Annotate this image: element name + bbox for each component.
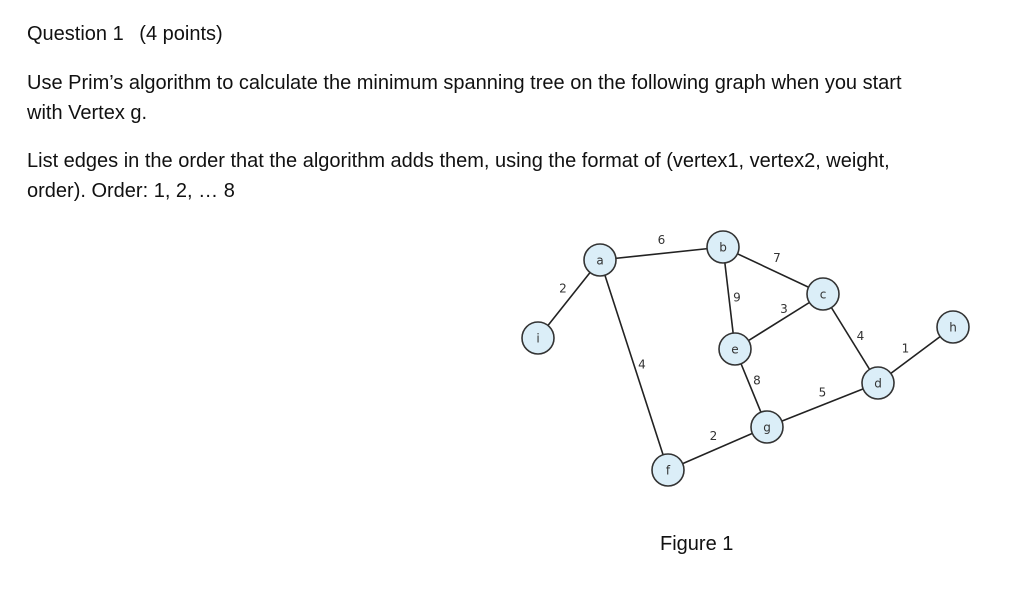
- edge-weight-i-a: 2: [559, 282, 567, 296]
- edge-c-d: [822, 293, 879, 384]
- edge-b-c: [722, 246, 824, 295]
- vertex-circle-f: [651, 453, 685, 487]
- vertex-e: e: [718, 332, 752, 366]
- vertex-label-f: f: [666, 464, 671, 478]
- question-header: Question 1 (4 points): [27, 21, 223, 47]
- graph-edges: 6 2 4 9 7 3 4 8 2 5 1: [537, 233, 954, 471]
- edge-weight-e-g: 8: [753, 374, 761, 388]
- question-title: Question 1: [27, 23, 124, 45]
- vertex-label-a: a: [596, 254, 603, 268]
- vertex-circle-d: [861, 366, 895, 400]
- vertex-b: b: [706, 230, 740, 264]
- vertex-label-i: i: [536, 332, 539, 346]
- vertex-a: a: [583, 243, 617, 277]
- vertex-c: c: [806, 277, 840, 311]
- vertex-label-c: c: [820, 288, 827, 302]
- question-format-instruction: List edges in the order that the algorit…: [27, 150, 890, 202]
- vertex-d: d: [861, 366, 895, 400]
- vertex-circle-g: [750, 410, 784, 444]
- edge-weight-e-c: 3: [780, 302, 788, 316]
- vertex-label-h: h: [949, 321, 957, 335]
- edge-weight-a-b: 6: [658, 233, 666, 247]
- vertex-circle-a: [583, 243, 617, 277]
- vertex-circle-e: [718, 332, 752, 366]
- vertex-circle-c: [806, 277, 840, 311]
- edge-g-d: [766, 382, 879, 428]
- edge-f-g: [667, 426, 768, 471]
- vertex-circle-b: [706, 230, 740, 264]
- vertex-h: h: [936, 310, 970, 344]
- vertex-f: f: [651, 453, 685, 487]
- edge-weight-b-c: 7: [773, 251, 781, 265]
- edge-weight-a-f: 4: [638, 358, 646, 372]
- vertex-g: g: [750, 410, 784, 444]
- edge-weight-b-e: 9: [733, 291, 741, 305]
- vertex-label-d: d: [874, 377, 882, 391]
- vertex-label-e: e: [731, 343, 738, 357]
- question-instruction: Use Prim’s algorithm to calculate the mi…: [27, 72, 902, 124]
- edge-b-e: [722, 246, 736, 350]
- vertex-circle-i: [521, 321, 555, 355]
- graph-nodes: a b c d e f g h i: [521, 230, 970, 487]
- question-points: (4 points): [139, 23, 223, 45]
- edge-e-c: [734, 293, 824, 350]
- edge-weight-f-g: 2: [710, 429, 718, 443]
- vertex-circle-h: [936, 310, 970, 344]
- edge-weight-g-d: 5: [819, 386, 827, 400]
- edge-weight-d-h: 1: [902, 342, 910, 356]
- edge-weight-c-d: 4: [857, 329, 865, 343]
- vertex-label-g: g: [763, 421, 771, 435]
- edge-a-f: [599, 259, 669, 471]
- figure-caption: Figure 1: [660, 533, 734, 555]
- vertex-label-b: b: [719, 241, 727, 255]
- edge-a-b: [599, 246, 724, 261]
- vertex-i: i: [521, 321, 555, 355]
